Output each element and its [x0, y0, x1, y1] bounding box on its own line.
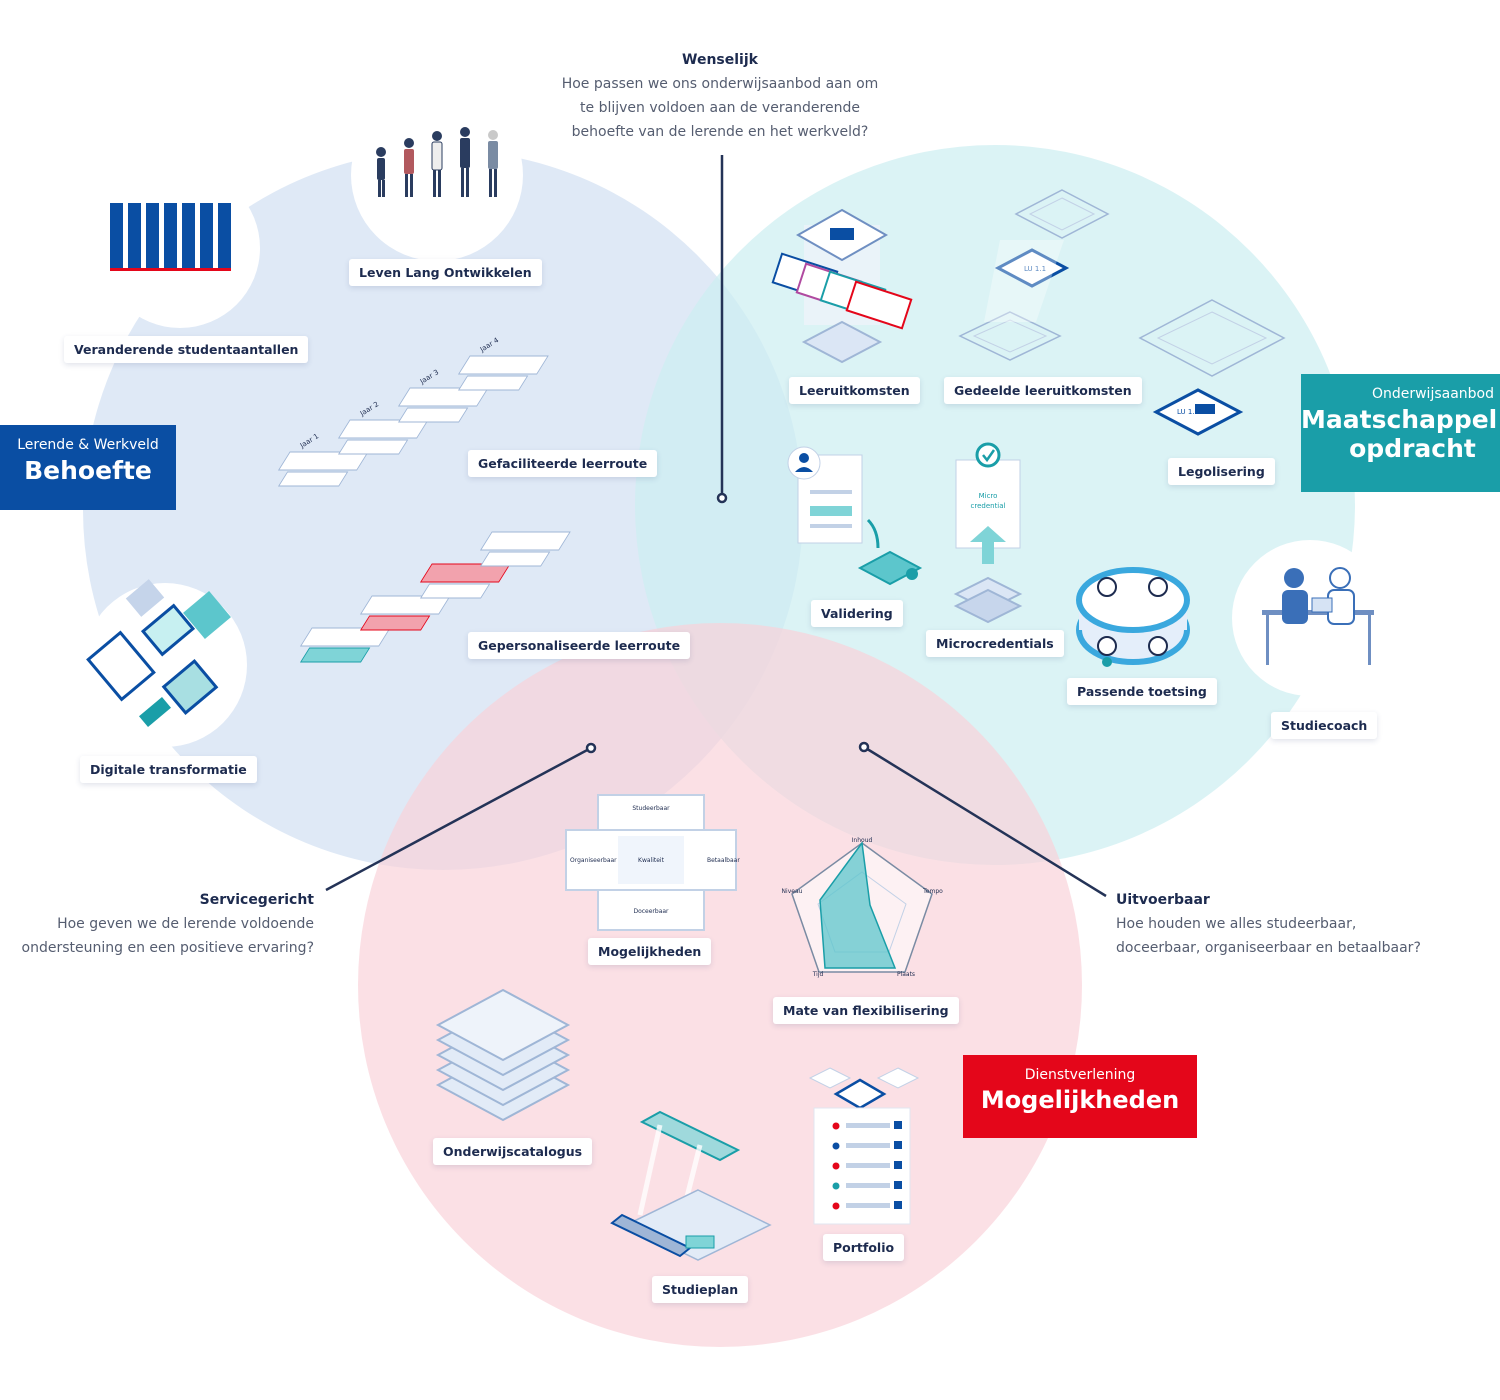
opdracht-banner: Onderwijsaanbod Maatschappel opdracht	[1301, 374, 1500, 492]
micro-credential-text-1: Micro	[979, 492, 998, 500]
connector-dots	[585, 492, 870, 754]
question-line: Hoe passen we ons onderwijsaanbod aan om	[561, 76, 879, 92]
lu-text-2: LU 1.1	[1177, 408, 1199, 416]
portfolio-icon	[808, 1067, 920, 1225]
question-title: Uitvoerbaar	[1116, 892, 1210, 908]
banner-title: Behoefte	[24, 456, 152, 485]
question-wenselijk: Wenselijk Hoe passen we ons onderwijsaan…	[530, 48, 910, 144]
microcredentials-label: Microcredentials	[926, 630, 1064, 657]
gefaciliteerde-leerroute-label: Gefaciliteerde leerroute	[468, 450, 658, 477]
portfolio-label: Portfolio	[823, 1234, 905, 1261]
leeruitkomsten-label: Leeruitkomsten	[789, 377, 920, 404]
microcredentials-icon: Micro credential	[953, 442, 1023, 624]
kwaliteit-text: Kwaliteit	[638, 857, 665, 864]
validering-icon	[787, 446, 923, 586]
betaalbaar-text: Betaalbaar	[707, 857, 740, 864]
banner-title: Maatschappel	[1301, 405, 1498, 434]
people-icon	[376, 127, 498, 197]
question-line: doceerbaar, organiseerbaar en betaalbaar…	[1116, 940, 1421, 956]
onderwijscatalogus-label: Onderwijscatalogus	[433, 1138, 593, 1165]
onderwijscatalogus-icon	[435, 988, 571, 1122]
niveau-text: Niveau	[782, 888, 803, 895]
connector-lines	[325, 155, 1107, 898]
studiecoach-bubble	[1232, 540, 1388, 696]
banner-title: Mogelijkheden	[980, 1086, 1180, 1114]
doceerbaar-text: Doceerbaar	[633, 908, 669, 915]
validering-label: Validering	[811, 600, 903, 627]
question-line: Hoe geven we de lerende voldoende	[57, 916, 314, 932]
plaats-text: Plaats	[897, 971, 915, 978]
studentaantallen-label: Veranderende studentaantallen	[64, 336, 309, 363]
gepersonaliseerde-leerroute-label: Gepersonaliseerde leerroute	[468, 632, 691, 659]
tempo-text: Tempo	[922, 888, 943, 895]
leven-lang-label: Leven Lang Ontwikkelen	[349, 259, 542, 286]
banner-subtitle: Dienstverlening	[1024, 1067, 1136, 1083]
studeerbaar-text: Studeerbaar	[632, 805, 670, 812]
gepersonaliseerde-leerroute-icon	[299, 531, 571, 663]
question-title: Servicegericht	[199, 892, 314, 908]
lu-text-1: LU 1.1	[1024, 265, 1046, 273]
question-line: ondersteuning en een positieve ervaring?	[21, 940, 314, 956]
flexibilisering-label: Mate van flexibilisering	[773, 997, 959, 1024]
leven-lang-bubble	[351, 89, 523, 261]
question-uitvoerbaar: Uitvoerbaar Hoe houden we alles studeerb…	[1116, 888, 1476, 960]
digitale-transformatie-icon	[83, 579, 247, 747]
mogelijkheden-banner: Dienstverlening Mogelijkheden	[963, 1055, 1197, 1138]
mogelijkheden-box-icon: Studeerbaar Organiseerbaar Kwaliteit Bet…	[565, 794, 740, 931]
banner-subtitle: Lerende & Werkveld	[17, 437, 159, 453]
question-servicegericht: Servicegericht Hoe geven we de lerende v…	[0, 888, 314, 960]
question-line: te blijven voldoen aan de veranderende	[580, 100, 860, 116]
digitale-transformatie-label: Digitale transformatie	[80, 756, 257, 783]
flexibilisering-radar-icon: Inhoud Tempo Plaats Tijd Niveau	[782, 837, 944, 978]
behoefte-banner: Lerende & Werkveld Behoefte	[0, 425, 176, 510]
micro-credential-text-2: credential	[971, 502, 1006, 510]
gedeelde-leeruitkomsten-label: Gedeelde leeruitkomsten	[944, 377, 1142, 404]
bar-chart-icon	[110, 203, 231, 271]
studiecoach-label: Studiecoach	[1271, 712, 1378, 739]
leeruitkomsten-icon	[771, 208, 913, 364]
studentaantallen-bubble	[100, 168, 260, 328]
question-line: behoefte van de lerende en het werkveld?	[571, 124, 869, 140]
studiecoach-icon	[1262, 567, 1374, 665]
inhoud-text: Inhoud	[852, 837, 873, 844]
banner-subtitle: Onderwijsaanbod	[1371, 386, 1494, 402]
passende-toetsing-label: Passende toetsing	[1067, 678, 1217, 705]
banner-title-line2: opdracht	[1349, 433, 1476, 463]
gedeelde-leeruitkomsten-icon: LU 1.1	[958, 189, 1110, 361]
tijd-text: Tijd	[812, 971, 824, 978]
mogelijkheden-label: Mogelijkheden	[588, 938, 712, 965]
legolisering-icon: LU 1.1	[1138, 299, 1286, 436]
legolisering-label: Legolisering	[1168, 458, 1275, 485]
question-title: Wenselijk	[682, 52, 758, 68]
gefaciliteerde-leerroute-icon: Jaar 1 Jaar 2 Jaar 3 Jaar 4	[277, 336, 549, 487]
organiseerbaar-text: Organiseerbaar	[570, 857, 617, 864]
passende-toetsing-icon	[1076, 567, 1190, 667]
question-line: Hoe houden we alles studeerbaar,	[1116, 916, 1357, 932]
studieplan-label: Studieplan	[652, 1276, 749, 1303]
studieplan-icon	[610, 1110, 772, 1261]
